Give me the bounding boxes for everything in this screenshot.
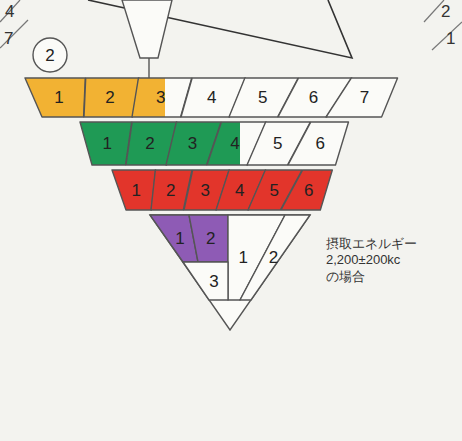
serving-number: 1 bbox=[239, 249, 248, 266]
serving-cell: 1 bbox=[80, 122, 132, 165]
serving-cell: 7 bbox=[326, 78, 398, 117]
energy-note: 摂取エネルギー 2,200±200kc の場合 bbox=[326, 236, 430, 285]
serving-number: 1 bbox=[132, 182, 141, 199]
serving-number: 2 bbox=[145, 135, 154, 152]
serving-cell: 6 bbox=[281, 170, 332, 210]
serving-number: 3 bbox=[156, 89, 165, 106]
serving-cell: 1 bbox=[25, 78, 85, 117]
serving-cell: 6 bbox=[288, 122, 349, 165]
serving-cell: 2 bbox=[240, 215, 310, 300]
serving-cell: 2 bbox=[189, 215, 228, 262]
neighbour-number: 2 bbox=[441, 3, 450, 20]
serving-number: 1 bbox=[103, 135, 112, 152]
serving-number: 5 bbox=[258, 89, 267, 106]
serving-number: 6 bbox=[309, 89, 318, 106]
serving-number: 1 bbox=[54, 89, 63, 106]
serving-number: 3 bbox=[188, 135, 197, 152]
neighbour-outline bbox=[432, 22, 462, 50]
axis-line bbox=[148, 58, 149, 78]
serving-number: 5 bbox=[270, 182, 279, 199]
serving-cell: 1 bbox=[112, 170, 156, 210]
serving-number: 2 bbox=[269, 249, 278, 266]
neighbour-number: 7 bbox=[4, 30, 13, 47]
serving-number: 3 bbox=[209, 273, 218, 290]
neighbour-outline bbox=[0, 20, 28, 48]
neighbour-number: 4 bbox=[5, 3, 14, 20]
neighbour-number: 1 bbox=[446, 30, 455, 47]
serving-number: 2 bbox=[166, 182, 175, 199]
serving-cell: 3 bbox=[183, 262, 228, 300]
serving-number: 6 bbox=[315, 135, 324, 152]
glass-shape bbox=[122, 0, 172, 58]
cell-shape bbox=[183, 262, 228, 300]
serving-number: 2 bbox=[206, 230, 215, 247]
serving-number: 2 bbox=[45, 47, 54, 64]
serving-number: 4 bbox=[235, 182, 244, 199]
serving-number: 3 bbox=[201, 182, 210, 199]
serving-number: 4 bbox=[207, 89, 216, 106]
bottom-triangle bbox=[150, 215, 310, 330]
neighbour-outline bbox=[0, 0, 20, 22]
serving-cell: 2 bbox=[84, 78, 139, 117]
serving-number: 2 bbox=[105, 89, 114, 106]
serving-number: 4 bbox=[230, 135, 239, 152]
callout-pointer bbox=[88, 0, 352, 58]
serving-number: 5 bbox=[273, 135, 282, 152]
serving-number: 6 bbox=[304, 182, 313, 199]
serving-number: 7 bbox=[360, 89, 369, 106]
serving-number: 1 bbox=[175, 230, 184, 247]
circled-number: 2 bbox=[32, 37, 68, 73]
